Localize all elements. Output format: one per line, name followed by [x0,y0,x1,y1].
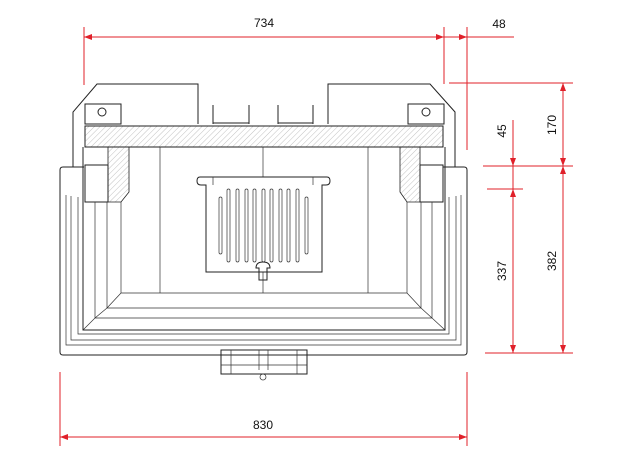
dim-734: 734 [254,16,274,30]
dim-382: 382 [545,251,559,271]
dim-170: 170 [545,115,559,135]
bottom-handle [220,349,308,381]
right-block [419,164,444,203]
dim-830: 830 [253,418,273,432]
right-nut-icon [421,107,431,117]
top-fins [212,105,314,124]
left-hood [72,83,199,167]
grate [196,176,331,281]
dim-45: 45 [495,124,509,138]
left-nut-icon [97,107,107,117]
fireplace-body [59,83,468,381]
right-hood [327,83,456,167]
left-block [84,164,109,203]
right-bracket [407,103,445,125]
dim-337: 337 [495,261,509,281]
left-bracket [84,103,122,125]
insulation-slab [84,125,444,148]
dim-48: 48 [492,17,506,31]
right-insulation [399,146,421,203]
firebox [82,147,446,331]
dimension-lines: 734 48 170 45 337 382 830 [59,16,573,446]
left-insulation [107,146,130,203]
outer-casing [59,166,468,356]
